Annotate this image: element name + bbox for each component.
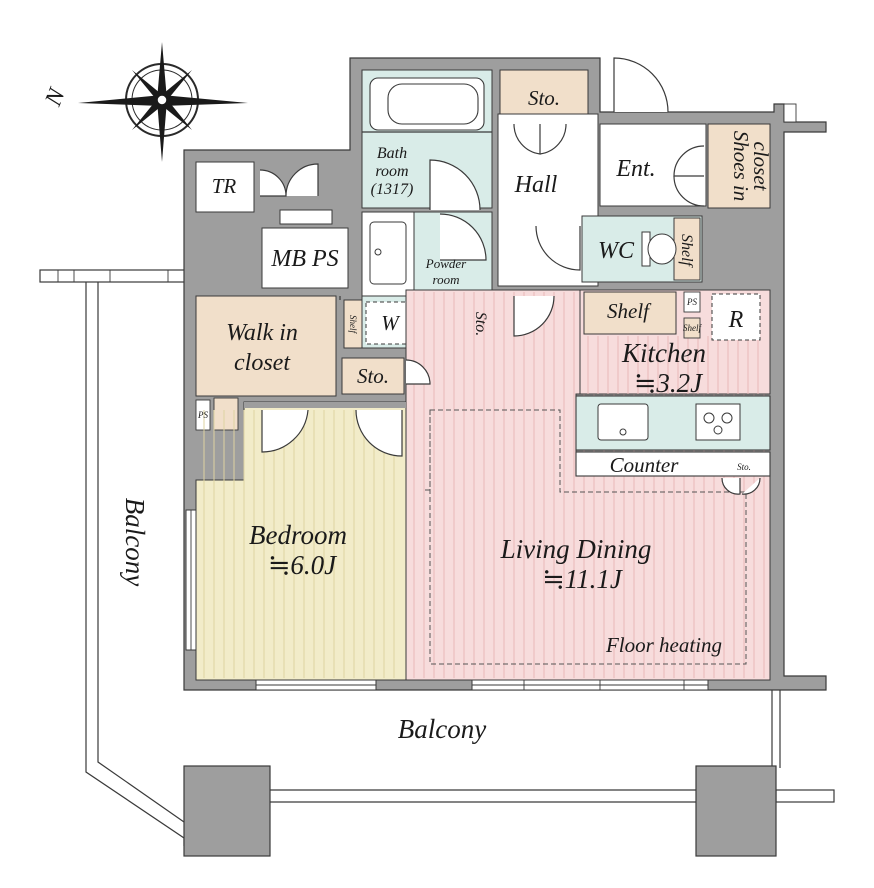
label-walk-in-2: closet	[234, 350, 291, 376]
label-kitchen-shelf: Shelf	[607, 299, 652, 323]
counter-bar	[575, 451, 771, 477]
shoes-closet	[707, 123, 771, 209]
windows	[185, 509, 709, 691]
label-counter: Counter	[610, 453, 680, 477]
label-mb-ps: MB PS	[270, 246, 338, 272]
label-wc-shelf: Shelf	[678, 234, 695, 269]
stove-icon	[695, 403, 741, 441]
toilet-icon	[641, 231, 677, 267]
storage-top	[499, 69, 589, 115]
label-balcony-left: Balcony	[120, 498, 150, 586]
kitchen-sink-icon	[597, 403, 649, 441]
label-bath-2: room	[375, 163, 408, 180]
label-sto-top: Sto.	[528, 86, 560, 110]
compass-north-label: N	[40, 83, 71, 110]
label-balcony-bottom: Balcony	[398, 714, 486, 744]
label-kitchen-ps: PS	[686, 297, 697, 307]
label-bedroom-size: ≒6.0J	[268, 550, 338, 580]
bathtub-icon	[369, 77, 485, 131]
label-kitchen-small-shelf: Shelf	[683, 323, 702, 333]
label-kitchen-name: Kitchen	[621, 338, 706, 368]
ps-left	[195, 399, 211, 431]
label-counter-sto: Sto.	[737, 462, 751, 472]
label-hall: Hall	[514, 172, 558, 198]
wc-shelf	[673, 217, 701, 281]
label-powder-1: Powder	[425, 256, 467, 271]
kitchen	[575, 289, 771, 477]
label-bedroom-name: Bedroom	[249, 520, 347, 550]
label-wc: WC	[598, 238, 635, 264]
label-bath-1: Bath	[377, 145, 407, 162]
label-bath-3: (1317)	[371, 181, 414, 198]
mb-ps	[261, 227, 349, 289]
storage-mid	[341, 357, 405, 395]
label-ps-left: PS	[197, 410, 208, 420]
label-laundry-shelf: Shelf	[348, 315, 358, 334]
label-floor-heating: Floor heating	[605, 633, 722, 657]
label-sto-mid: Sto.	[357, 364, 389, 388]
label-walk-in-1: Walk in	[226, 320, 298, 346]
fridge-space	[711, 293, 761, 341]
laundry-shelf	[343, 299, 363, 349]
balcony-pillar-right	[695, 765, 777, 857]
label-powder-sto: Sto.	[472, 312, 489, 336]
label-kitchen-size: ≒3.2J	[634, 368, 704, 398]
label-shoes-1: Shoes in	[729, 131, 753, 202]
label-tr: TR	[212, 174, 237, 198]
label-shoes-2: closet	[749, 142, 773, 192]
sink-icon	[369, 221, 407, 285]
tr-room	[195, 161, 255, 213]
label-washer: W	[381, 311, 401, 335]
label-ld-name: Living Dining	[500, 534, 652, 564]
doors	[259, 57, 761, 495]
label-ent: Ent.	[615, 156, 655, 182]
walk-in-closet	[195, 295, 337, 397]
label-fridge: R	[728, 307, 744, 333]
label-ld-size: ≒11.1J	[542, 564, 624, 594]
balcony-pillar-left	[183, 765, 271, 857]
bedroom	[195, 401, 407, 681]
kitchen-ps	[683, 291, 701, 313]
kitchen-small-shelf	[683, 317, 701, 339]
label-powder-2: room	[433, 272, 460, 287]
kitchen-shelf	[583, 291, 677, 335]
hall	[497, 113, 599, 287]
balcony-outline	[39, 269, 835, 857]
floor-heating-area	[429, 409, 747, 665]
compass-rose-icon	[78, 42, 248, 162]
